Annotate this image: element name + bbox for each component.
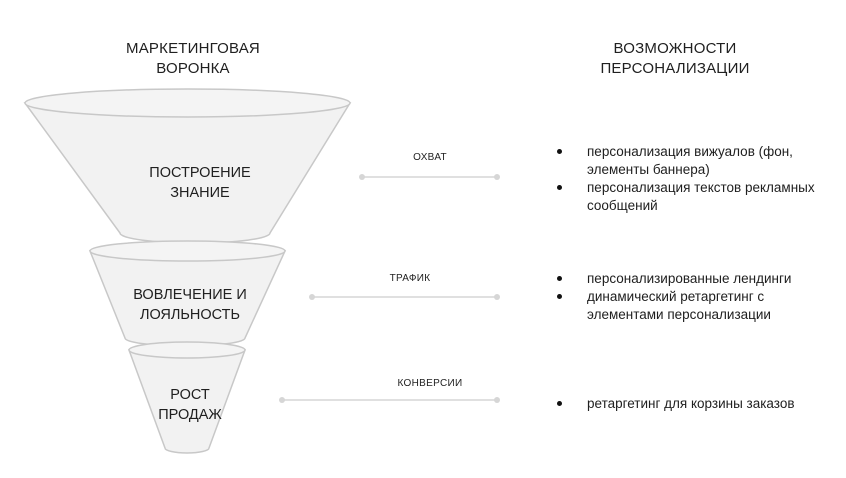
funnel-section-awareness	[23, 88, 352, 244]
funnel-section-sales	[127, 341, 247, 454]
capability-item: динамический ретаргетинг с элементами пе…	[556, 288, 836, 324]
connector-conversions	[279, 397, 500, 403]
connector-label-conversions: КОНВЕРСИИ	[397, 378, 463, 389]
capability-list-engagement: персонализированные лендинги динамически…	[556, 270, 836, 324]
connector-label-reach: ОХВАТ	[413, 152, 447, 163]
funnel-section-engagement	[88, 240, 287, 347]
stage-label-awareness: ПОСТРОЕНИЕ ЗНАНИЕ	[149, 165, 251, 201]
personalization-title: ВОЗМОЖНОСТИ ПЕРСОНАЛИЗАЦИИ	[600, 40, 750, 77]
capability-list-sales: ретаргетинг для корзины заказов	[556, 395, 836, 413]
capability-item: ретаргетинг для корзины заказов	[556, 395, 836, 413]
stage-label-engagement: ВОВЛЕЧЕНИЕ И ЛОЯЛЬНОСТЬ	[133, 287, 247, 323]
capability-list-awareness: персонализация вижуалов (фон, элементы б…	[556, 143, 836, 215]
stage-label-sales: РОСТ ПРОДАЖ	[158, 387, 222, 423]
connector-reach	[359, 174, 500, 180]
funnel-title: МАРКЕТИНГОВАЯ ВОРОНКА	[126, 40, 260, 77]
capability-item: персонализация текстов рекламных сообщен…	[556, 179, 836, 215]
capability-item: персонализированные лендинги	[556, 270, 836, 288]
capability-item: персонализация вижуалов (фон, элементы б…	[556, 143, 836, 179]
connector-label-traffic: ТРАФИК	[389, 273, 431, 284]
connector-traffic	[309, 294, 500, 300]
